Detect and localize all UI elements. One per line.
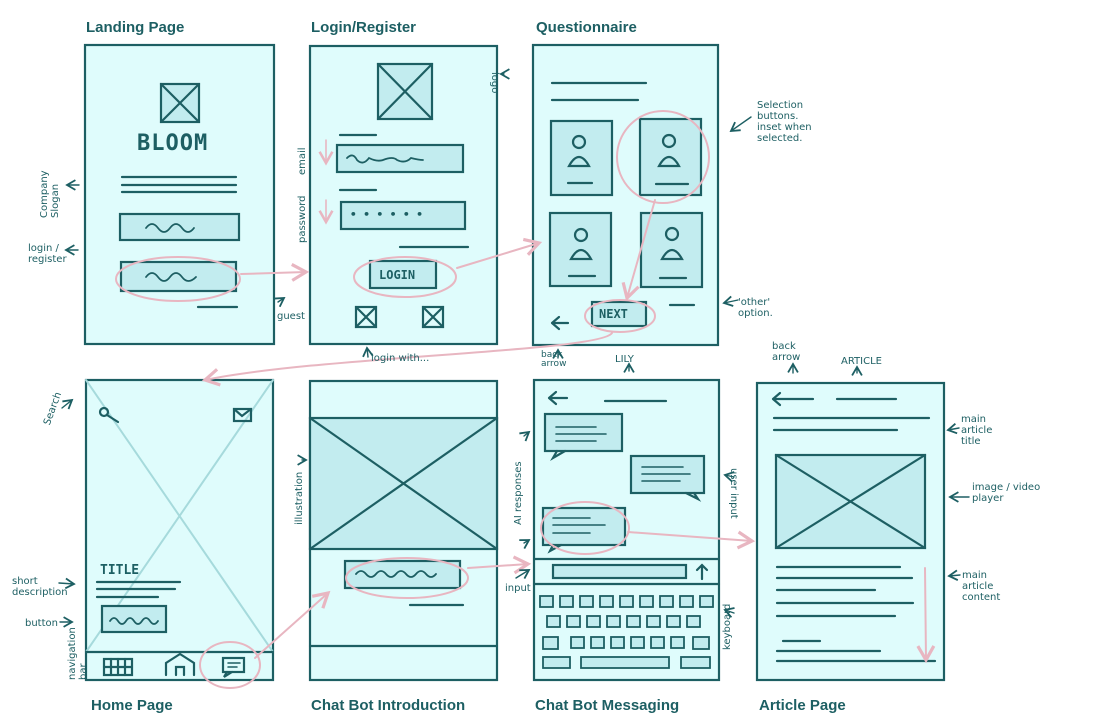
chat-messaging-screen (532, 378, 721, 682)
home-screen (84, 378, 275, 682)
title-landing-page: Landing Page (86, 19, 185, 36)
user-message-bubble (541, 506, 627, 554)
highlight-ellipse (115, 256, 241, 302)
note-main-article-title: main article title (961, 414, 993, 447)
login-button-label: LOGIN (379, 268, 416, 282)
next-button (590, 300, 648, 328)
flow-arrow (240, 263, 310, 282)
note-image-video-player: image / video player (972, 482, 1041, 504)
note-illustration: illustration (294, 471, 305, 525)
password-field (339, 200, 467, 231)
note-logo: logo (489, 72, 500, 94)
title-article-page: Article Page (759, 697, 846, 714)
article-content-lines (775, 565, 937, 663)
title-home-page: Home Page (91, 697, 173, 714)
keyboard (539, 595, 714, 669)
highlight-ellipse (540, 501, 630, 555)
slogan-lines (120, 175, 238, 194)
logo-placeholder-icon (376, 62, 434, 121)
flow-arrow (621, 199, 656, 302)
social-login-icon (354, 305, 378, 329)
note-back-arrow-article: back arrow (772, 341, 801, 363)
back-arrow-icon (547, 390, 569, 406)
flow-arrow (916, 567, 936, 664)
highlight-ellipse (584, 299, 656, 333)
note-lily: LILY (615, 354, 634, 365)
flow-arrow (627, 530, 756, 550)
highlight-ellipse (199, 641, 261, 689)
note-navigation-bar: navigation bar (67, 627, 89, 680)
note-main-article-content: main article content (962, 570, 1001, 603)
chat-intro-screen (308, 379, 499, 682)
home-title: TITLE (100, 563, 140, 578)
selection-card (639, 211, 704, 289)
video-player-placeholder (774, 453, 927, 550)
ai-message-bubble (629, 454, 706, 502)
logo-placeholder-icon (159, 82, 201, 124)
grid-icon (102, 657, 134, 677)
next-button-label: NEXT (599, 307, 628, 321)
social-login-icon (421, 305, 445, 329)
chat-icon (221, 656, 246, 678)
article-title-lines (772, 416, 931, 432)
note-keyboard: keyboard (722, 603, 733, 650)
title-login-register: Login/Register (311, 19, 417, 36)
flow-arrow (201, 332, 613, 387)
email-field (335, 143, 465, 174)
back-arrow-icon (550, 315, 570, 331)
note-back-arrow: back arrow (541, 350, 567, 369)
note-company-slogan: Company Slogan (39, 170, 61, 218)
note-input: input (505, 583, 531, 594)
flow-arrow (456, 237, 543, 269)
note-button: button (25, 618, 58, 629)
title-chat-bot-messaging: Chat Bot Messaging (535, 697, 680, 714)
title-chat-bot-introduction: Chat Bot Introduction (311, 697, 466, 714)
flow-arrow (254, 590, 331, 659)
back-arrow-icon (771, 391, 815, 407)
note-selection-buttons: Selection buttons. inset when selected. (757, 100, 812, 144)
home-icon (164, 652, 196, 677)
login-screen (308, 44, 499, 346)
highlight-ellipse (353, 256, 457, 298)
illustration-placeholder (308, 416, 499, 551)
title-questionnaire: Questionnaire (536, 19, 637, 36)
ai-message-bubble (543, 412, 624, 462)
password-dots: • • • • • • (350, 208, 423, 221)
note-guest: guest (277, 311, 305, 322)
login-register-button (119, 260, 238, 293)
note-article: ARTICLE (841, 356, 882, 367)
send-icon (695, 563, 709, 581)
note-ai-responses: AI responses (513, 461, 524, 525)
note-other-option: 'other' option. (738, 297, 773, 319)
brand-name: BLOOM (137, 131, 209, 156)
login-button (368, 259, 438, 290)
note-user-input: user input (728, 468, 739, 519)
annotation-arrows (58, 68, 970, 628)
flow-annotations (115, 110, 936, 689)
selection-card (548, 211, 613, 288)
landing-button-1 (118, 212, 241, 242)
highlight-ellipse (616, 110, 710, 204)
message-input (551, 563, 688, 580)
note-password: password (297, 195, 308, 243)
selection-card (549, 119, 614, 197)
note-login-with: login with... (371, 353, 430, 364)
mail-icon (232, 407, 253, 423)
note-login-register: login / register (28, 243, 67, 265)
selection-card-selected (638, 117, 703, 197)
landing-screen (83, 43, 276, 346)
note-email: email (297, 147, 308, 175)
flow-arrow (467, 555, 532, 575)
note-short-description: short description (12, 576, 68, 598)
search-icon (98, 406, 120, 424)
article-screen (755, 381, 946, 682)
highlight-ellipse (345, 557, 469, 599)
questionnaire-screen (531, 43, 720, 347)
start-chat-button (343, 559, 462, 590)
